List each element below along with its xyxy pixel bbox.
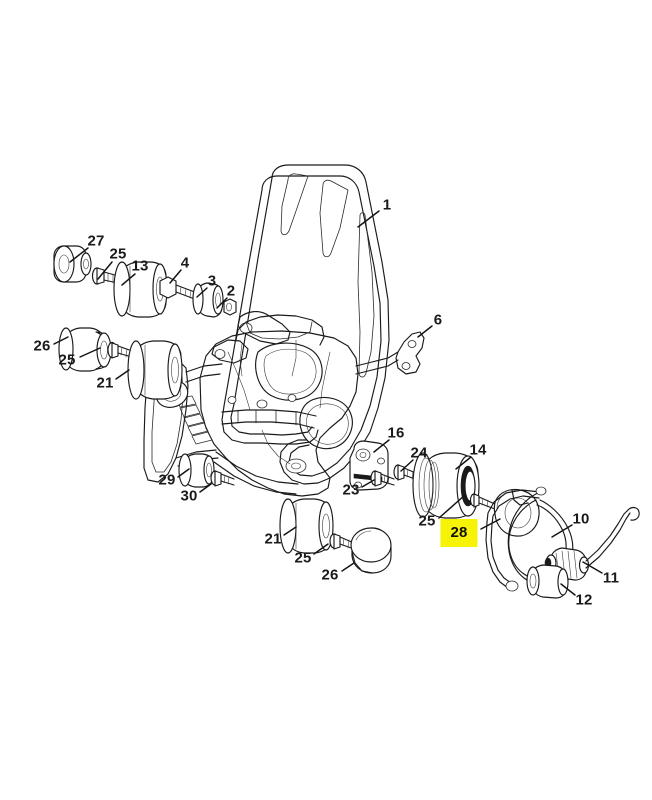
part-23-screw — [370, 470, 395, 487]
callout-leader-26 — [53, 336, 69, 345]
callout-label-12: 12 — [575, 591, 593, 609]
callout-leader-11 — [582, 561, 603, 574]
callout-leader-21 — [115, 369, 130, 380]
callout-label-25: 25 — [58, 351, 76, 369]
callout-label-21: 21 — [96, 374, 114, 392]
callout-leader-25 — [79, 347, 101, 358]
callout-label-10: 10 — [572, 510, 590, 528]
callout-label-26: 26 — [33, 337, 51, 355]
callout-leader-lines — [53, 210, 603, 596]
part-21-av-buffer-left — [127, 340, 183, 400]
callout-leader-21 — [283, 526, 297, 536]
part-14-av-buffer — [412, 452, 480, 519]
callout-leader-12 — [560, 583, 576, 596]
callout-leader-30 — [199, 483, 212, 493]
callout-leader-25 — [313, 543, 329, 555]
part-25-screw-right — [469, 493, 496, 510]
callout-leader-14 — [455, 456, 472, 470]
callout-label-14: 14 — [469, 441, 487, 459]
part-27-cap — [53, 245, 92, 283]
part-handle-bar — [221, 164, 390, 485]
callout-label-13: 13 — [131, 257, 149, 275]
part-26-grommet-bottom — [350, 527, 392, 574]
part-24-screw — [393, 464, 419, 481]
callout-label-25: 25 — [109, 245, 127, 263]
part-26-grommet-left — [58, 327, 112, 372]
callout-leader-25 — [97, 261, 113, 280]
callout-label-25: 25 — [418, 512, 436, 530]
part-25-screw-left — [107, 341, 136, 360]
callout-label-2: 2 — [226, 282, 236, 300]
callout-leader-13 — [121, 273, 136, 286]
callout-label-24: 24 — [410, 444, 428, 462]
part-handle-lower-arm — [211, 311, 291, 364]
callout-label-3: 3 — [207, 272, 217, 290]
callout-leader-16 — [373, 439, 390, 453]
part-12-sleeve — [526, 564, 569, 599]
callout-leader-28 — [480, 518, 501, 530]
callout-leader-26 — [341, 562, 355, 572]
callout-leader-6 — [417, 325, 433, 338]
callout-label-6: 6 — [433, 311, 443, 329]
part-29-grommet — [178, 453, 215, 488]
callout-leader-10 — [551, 524, 573, 538]
part-2-nut — [223, 298, 237, 316]
callout-leader-24 — [400, 459, 414, 472]
callout-leader-4 — [169, 269, 182, 284]
callout-label-4: 4 — [180, 254, 190, 272]
callout-label-11: 11 — [602, 569, 620, 587]
callout-label-16: 16 — [387, 424, 405, 442]
part-21-av-buffer-bottom — [279, 498, 334, 554]
callout-leader-3 — [196, 287, 208, 298]
callout-label-1: 1 — [382, 196, 392, 214]
callout-leader-27 — [69, 247, 89, 263]
callout-label-23: 23 — [342, 481, 360, 499]
callout-leader-1 — [357, 210, 380, 228]
callout-label-26: 26 — [321, 566, 339, 584]
callout-label-25: 25 — [294, 549, 312, 567]
part-30-screw — [210, 470, 235, 487]
callout-leader-25 — [438, 494, 466, 519]
callout-label-28-highlighted: 28 — [440, 519, 478, 547]
callout-label-30: 30 — [180, 487, 198, 505]
callout-leader-29 — [177, 468, 190, 478]
part-25-screw-bottom — [329, 533, 355, 550]
callout-label-21: 21 — [264, 530, 282, 548]
callout-label-29: 29 — [158, 471, 176, 489]
callout-leader-2 — [216, 297, 228, 309]
callout-leader-23 — [361, 479, 375, 488]
callout-label-27: 27 — [87, 232, 105, 250]
